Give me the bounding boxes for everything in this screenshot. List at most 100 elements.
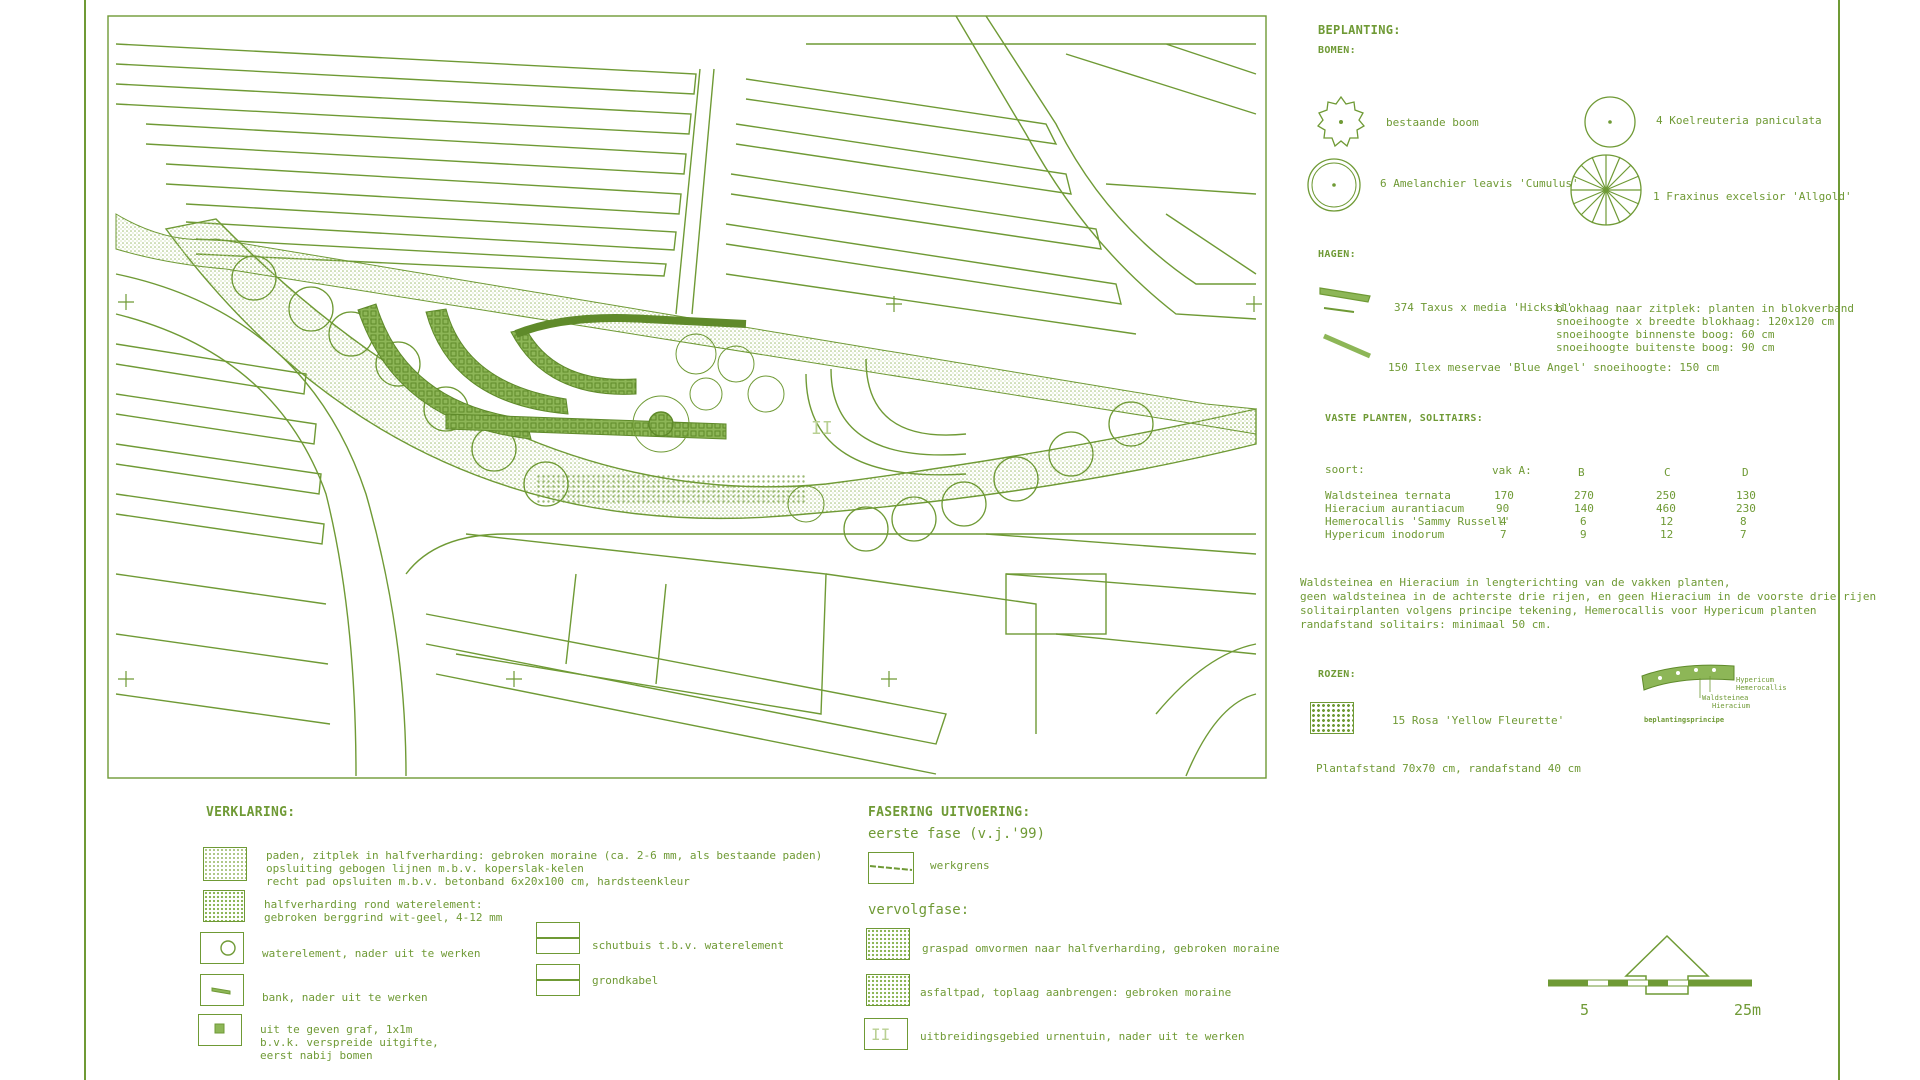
table-row-0-d: 130 bbox=[1736, 489, 1756, 502]
planting-note-1: geen waldsteinea in de achterste drie ri… bbox=[1300, 590, 1877, 603]
taxus-size-2: snoeihoogte buitenste boog: 90 cm bbox=[1556, 341, 1775, 354]
table-row-2-d: 8 bbox=[1740, 515, 1747, 528]
fountain bbox=[648, 411, 674, 437]
amelanchier-icon bbox=[1307, 158, 1361, 212]
vervolg-graspad: graspad omvormen naar halfverharding, ge… bbox=[922, 942, 1280, 955]
principle-label-hieracium: Hieracium bbox=[1712, 702, 1750, 710]
table-row-3-d: 7 bbox=[1740, 528, 1747, 541]
legend-schutbuis: schutbuis t.b.v. waterelement bbox=[592, 939, 785, 952]
planting-note-3: randafstand solitairs: minimaal 50 cm. bbox=[1300, 618, 1552, 631]
taxus-hedge-icon bbox=[1319, 287, 1371, 359]
phase-symbol: II bbox=[871, 1025, 891, 1044]
taxus-size-0: snoeihoogte x breedte blokhaag: 120x120 … bbox=[1556, 315, 1835, 328]
werkgrens-label: werkgrens bbox=[930, 859, 990, 872]
planting-principle-diagram bbox=[1641, 664, 1735, 698]
table-row-1-c: 460 bbox=[1656, 502, 1676, 515]
rozen-label: 15 Rosa 'Yellow Fleurette' bbox=[1392, 714, 1565, 727]
rose-swatch-icon bbox=[1310, 702, 1354, 734]
table-row-3-a: 7 bbox=[1500, 528, 1507, 541]
beplanting-title: BEPLANTING: bbox=[1318, 23, 1401, 37]
table-row-2-c: 12 bbox=[1660, 515, 1674, 528]
bomen-label-0: bestaande boom bbox=[1386, 116, 1479, 129]
vervolg-swatch-graspad bbox=[866, 928, 910, 960]
existing-tree-icon bbox=[1317, 95, 1365, 148]
legend-swatch-waterelement bbox=[200, 932, 244, 964]
vertical-path bbox=[675, 68, 715, 315]
bomen-label-1: 4 Koelreuteria paniculata bbox=[1656, 114, 1822, 127]
table-row-1-d: 230 bbox=[1736, 502, 1756, 515]
scale-label-left: 5 bbox=[1580, 1001, 1590, 1019]
scale-label-right: 25m bbox=[1734, 1001, 1762, 1019]
legend-waterelement: waterelement, nader uit te werken bbox=[262, 947, 481, 960]
table-row-0-b: 270 bbox=[1574, 489, 1594, 502]
legend-swatch-graf bbox=[198, 1014, 242, 1046]
main-path bbox=[164, 218, 1257, 520]
vervolg-swatch-asfaltpad bbox=[866, 974, 910, 1006]
frame-left bbox=[84, 0, 86, 1080]
principle-label-waldsteinea: Waldsteinea bbox=[1702, 694, 1749, 702]
hedge-arcs bbox=[357, 303, 727, 440]
table-row-1-name: Hieracium aurantiacum bbox=[1325, 502, 1465, 515]
taxus-desc: blokhaag naar zitplek: planten in blokve… bbox=[1556, 302, 1855, 315]
scale-bar bbox=[1548, 979, 1752, 987]
rose-row bbox=[536, 474, 806, 504]
hagen-title: HAGEN: bbox=[1318, 249, 1356, 260]
principle-label-hemerocallis: Hemerocallis bbox=[1736, 684, 1787, 692]
table-row-0-a: 170 bbox=[1494, 489, 1514, 502]
table-row-1-a: 90 bbox=[1496, 502, 1510, 515]
legend-halfverharding-0: halfverharding rond waterelement: bbox=[264, 898, 483, 911]
legend-swatch-halfverharding bbox=[203, 890, 245, 922]
table-row-0-name: Waldsteinea ternata bbox=[1325, 489, 1451, 502]
legend-paden-0: paden, zitplek in halfverharding: gebrok… bbox=[266, 849, 823, 862]
phase2-plan-label: II bbox=[811, 418, 833, 439]
table-row-2-name: Hemerocallis 'Sammy Russell' bbox=[1325, 515, 1511, 528]
plan-border bbox=[107, 15, 1267, 779]
bomen-label-3: 1 Fraxinus excelsior 'Allgold' bbox=[1653, 190, 1852, 203]
fasering-vervolg: vervolgfase: bbox=[868, 902, 970, 918]
parking-strips-top bbox=[115, 43, 697, 277]
vervolg-swatch-urnentuin: II bbox=[864, 1018, 908, 1050]
table-row-1-b: 140 bbox=[1574, 502, 1594, 515]
legend-bank: bank, nader uit te werken bbox=[262, 991, 428, 1004]
verklaring-title: VERKLARING: bbox=[206, 805, 296, 820]
legend-graf-2: eerst nabij bomen bbox=[260, 1049, 373, 1062]
table-row-3-c: 12 bbox=[1660, 528, 1674, 541]
rozen-title: ROZEN: bbox=[1318, 669, 1356, 680]
ilex-label: 150 Ilex meservae 'Blue Angel' snoeihoog… bbox=[1388, 361, 1720, 374]
legend-swatch-paden bbox=[203, 847, 247, 881]
legend-graf-0: uit te geven graf, 1x1m bbox=[260, 1023, 413, 1036]
frame-right bbox=[1838, 0, 1840, 1080]
legend-swatch-grondkabel bbox=[536, 964, 580, 996]
bomen-label-2: 6 Amelanchier leavis 'Cumulus' bbox=[1380, 177, 1579, 190]
werkgrens-line-icon bbox=[869, 865, 913, 871]
ilex-hedge bbox=[514, 314, 747, 338]
fraxinus-icon bbox=[1570, 154, 1642, 226]
table-header-2: B bbox=[1578, 466, 1585, 479]
water-element-icon bbox=[220, 940, 236, 956]
legend-paden-1: opsluiting gebogen lijnen m.b.v. kopersl… bbox=[266, 862, 584, 875]
legend-swatch-schutbuis bbox=[536, 922, 580, 954]
table-row-0-c: 250 bbox=[1656, 489, 1676, 502]
table-header-1: vak A: bbox=[1492, 464, 1532, 477]
principle-caption: beplantingsprincipe bbox=[1644, 716, 1725, 724]
planting-note-2: solitairplanten volgens principe tekenin… bbox=[1300, 604, 1817, 617]
table-row-2-a: 4 bbox=[1500, 515, 1507, 528]
fasering-title: FASERING UITVOERING: bbox=[868, 805, 1031, 820]
legend-graf-1: b.v.k. verspreide uitgifte, bbox=[260, 1036, 439, 1049]
tree-row bbox=[231, 255, 1154, 552]
table-header-4: D bbox=[1742, 466, 1749, 479]
taxus-size-1: snoeihoogte binnenste boog: 60 cm bbox=[1556, 328, 1775, 341]
principle-label-hypericum: Hypericum bbox=[1736, 676, 1774, 684]
parking-strips-right bbox=[725, 43, 1257, 335]
legend-swatch-bank bbox=[200, 974, 244, 1006]
table-row-3-b: 9 bbox=[1580, 528, 1587, 541]
taxus-label: 374 Taxus x media 'Hicksii' bbox=[1394, 301, 1573, 314]
legend-grondkabel: grondkabel bbox=[592, 974, 659, 987]
parking-strips-left bbox=[115, 343, 331, 725]
bench-icon bbox=[211, 987, 231, 995]
table-header-3: C bbox=[1664, 466, 1671, 479]
vaste-title: VASTE PLANTEN, SOLITAIRS: bbox=[1325, 413, 1484, 424]
bomen-title: BOMEN: bbox=[1318, 45, 1356, 56]
werkgrens-swatch bbox=[868, 852, 914, 884]
table-header-0: soort: bbox=[1325, 463, 1365, 476]
